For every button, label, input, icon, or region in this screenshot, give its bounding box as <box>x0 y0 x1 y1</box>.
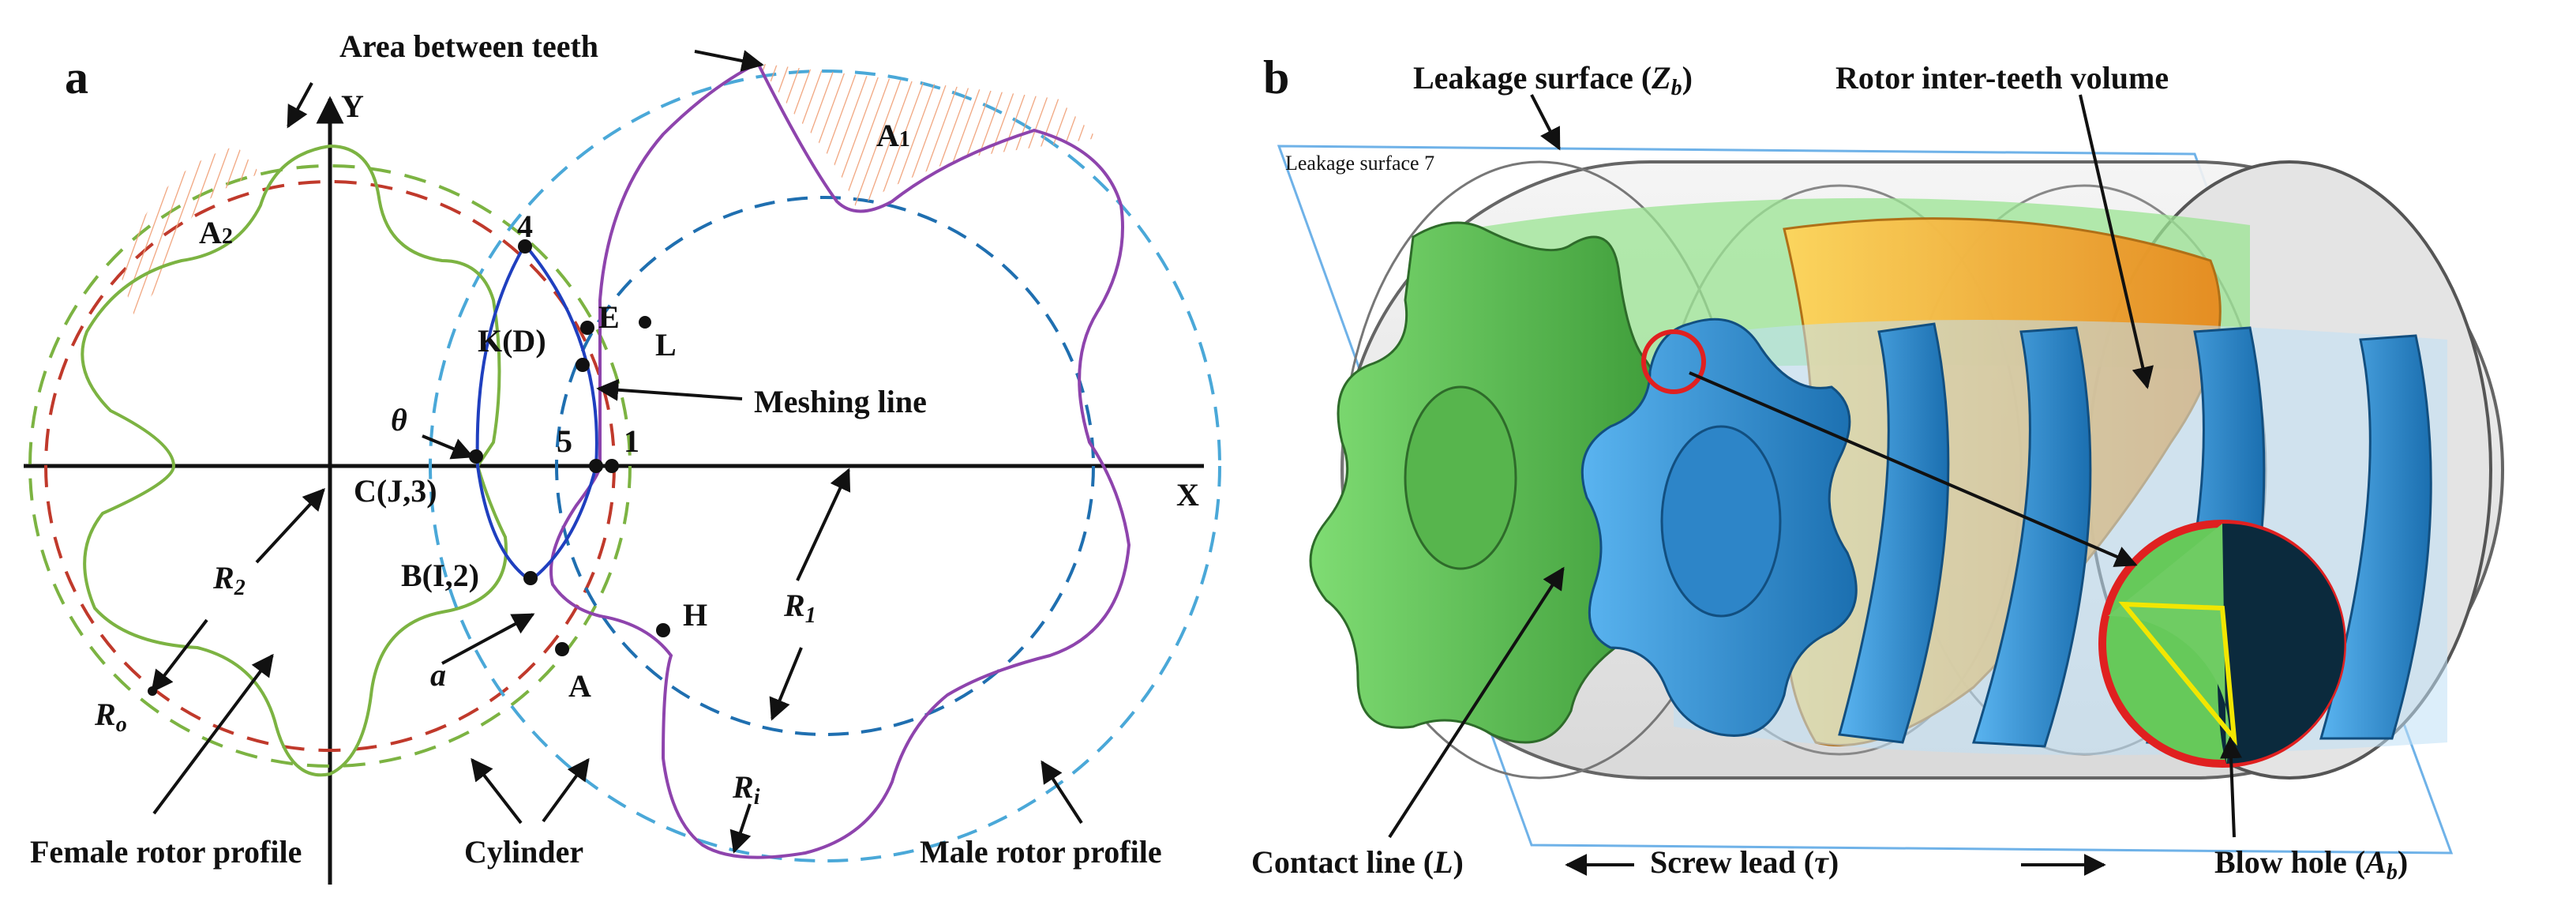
r1-label: R1 <box>783 588 816 628</box>
y-axis-label: Y <box>341 88 364 124</box>
blow-hole-zoom <box>2098 520 2346 768</box>
ri-label: Ri <box>732 769 760 810</box>
leakage-surface-label: Leakage surface (Zb) <box>1413 60 1693 100</box>
area-a2-hatch <box>118 146 261 316</box>
a-small-label: a <box>430 657 446 693</box>
screw-lead-label: Screw lead (τ) <box>1650 844 1839 880</box>
contact-highlight-ring <box>1641 329 1706 394</box>
panel-a-label: a <box>65 51 88 103</box>
a2-label: A2 <box>199 215 233 250</box>
panel-a-arrows <box>151 50 1083 854</box>
theta-label: θ <box>391 402 407 438</box>
panel-a: a Y X Area between teeth <box>24 28 1221 885</box>
female-addendum-circle <box>28 164 632 768</box>
point-a <box>555 642 569 656</box>
point-b-label: B(I,2) <box>401 558 479 593</box>
male-profile-label: Male rotor profile <box>920 834 1162 870</box>
faint-leakage-label: Leakage surface 7 <box>1285 152 1434 175</box>
rotor-volume-label: Rotor inter-teeth volume <box>1835 60 2169 96</box>
x-axis-label: X <box>1176 477 1199 513</box>
point-h-label: H <box>683 597 707 633</box>
male-rotor-profile <box>549 61 1131 859</box>
zoom-leader-arrow <box>1689 371 2138 567</box>
panel-b-label: b <box>1263 51 1289 103</box>
a1-label: A1 <box>876 118 910 153</box>
point-c-label: C(J,3) <box>354 473 437 509</box>
panel-b-arrows <box>1388 94 2242 876</box>
panel-b: b Leakage surface 7 <box>1251 51 2504 885</box>
point-5-label: 5 <box>557 423 572 459</box>
point-h <box>656 623 670 637</box>
point-e <box>580 321 594 335</box>
female-profile-label: Female rotor profile <box>30 834 302 870</box>
male-cylinder-circle <box>429 70 1221 862</box>
point-l-label: L <box>655 327 677 363</box>
area-a1-hatch <box>758 63 1097 209</box>
point-a-label: A <box>568 668 591 704</box>
point-e-label: E <box>598 299 620 335</box>
point-1-label: 1 <box>624 423 639 459</box>
point-1 <box>605 459 619 473</box>
point-4-label: 4 <box>517 209 533 244</box>
meshing-line-curve <box>475 242 598 583</box>
meshing-line-label: Meshing line <box>754 384 927 419</box>
female-rotor-profile <box>81 144 508 777</box>
male-root-circle <box>555 196 1095 736</box>
contact-line-label: Contact line (L) <box>1251 844 1464 880</box>
blow-hole-label: Blow hole (Ab) <box>2214 844 2408 885</box>
point-4 <box>518 239 532 254</box>
point-b <box>523 571 538 585</box>
point-l <box>639 316 651 329</box>
area-between-teeth-label: Area between teeth <box>339 28 598 64</box>
ro-label: Ro <box>94 697 127 737</box>
point-5 <box>589 459 603 473</box>
point-kd <box>576 358 590 372</box>
point-kd-label: K(D) <box>478 323 546 359</box>
r2-label: R2 <box>212 560 246 600</box>
cylinder-label: Cylinder <box>464 834 583 870</box>
